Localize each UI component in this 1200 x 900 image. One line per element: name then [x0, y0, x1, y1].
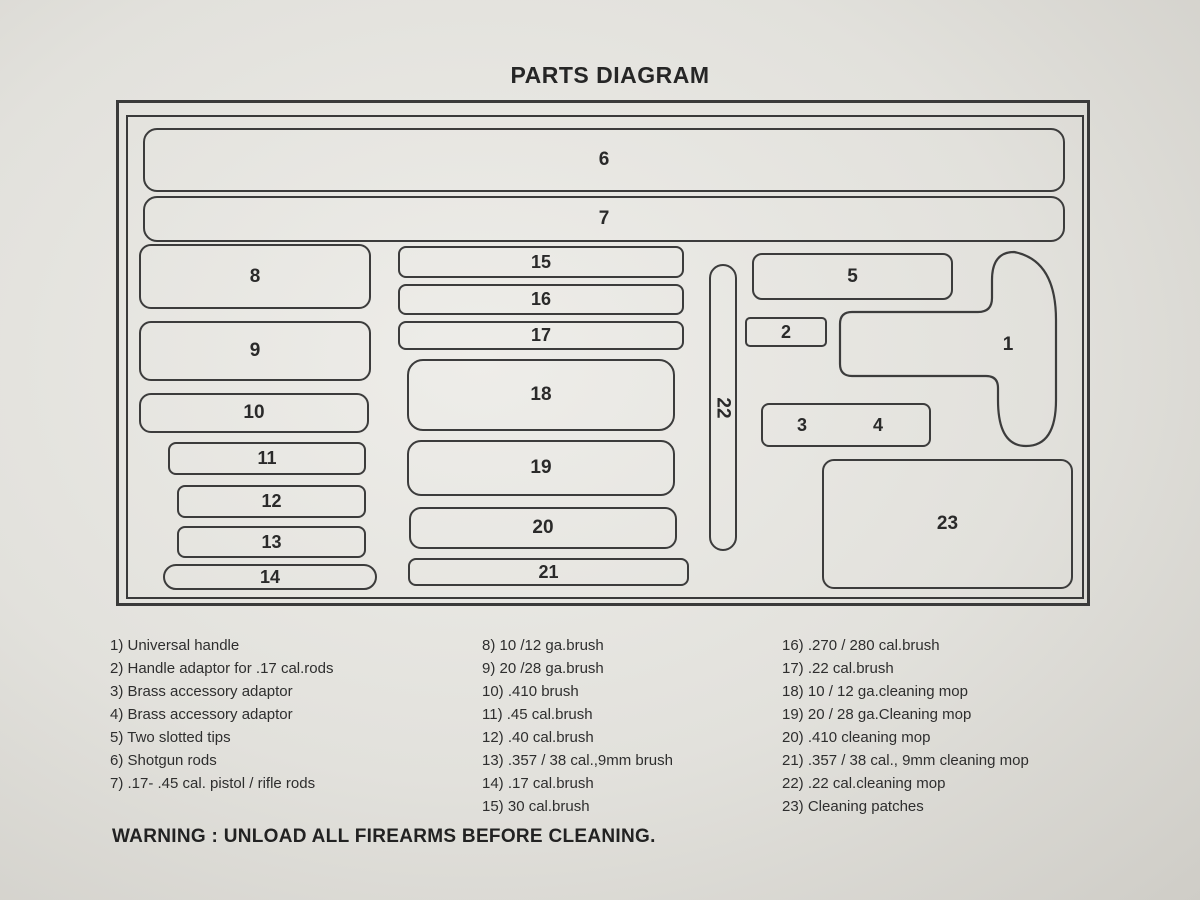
case-outer-frame [116, 100, 1090, 606]
legend-column-3: 16) .270 / 280 cal.brush 17) .22 cal.bru… [782, 634, 1029, 818]
legend-item: 16) .270 / 280 cal.brush [782, 637, 940, 654]
slot-label: 9 [249, 340, 261, 361]
legend-item: 19) 20 / 28 ga.Cleaning mop [782, 706, 972, 723]
legend-item: 7) .17- .45 cal. pistol / rifle rods [110, 775, 316, 792]
legend-item: 23) Cleaning patches [782, 798, 924, 815]
slot-8: 8 [139, 244, 371, 309]
slot-label: 8 [249, 265, 261, 287]
legend-item: 20) .410 cleaning mop [782, 729, 931, 746]
case-inner-frame [126, 115, 1084, 599]
legend-column-1: 1) Universal handle 2) Handle adaptor fo… [110, 634, 333, 795]
slot-6-shotgun-rods: 6 [143, 128, 1065, 192]
legend-item: 15) 30 cal.brush [482, 798, 590, 815]
legend-item: 9) 20 /28 ga.brush [482, 660, 604, 677]
slot-13: 13 [177, 526, 366, 558]
legend-item: 6) Shotgun rods [110, 752, 217, 769]
legend-item: 14) .17 cal.brush [482, 775, 594, 792]
slot-15: 15 [398, 246, 684, 278]
slot-21: 21 [408, 558, 689, 586]
legend-item: 17) .22 cal.brush [782, 660, 894, 677]
slot-9: 9 [139, 321, 371, 381]
legend-item: 5) Two slotted tips [110, 729, 231, 746]
slot-label: 18 [530, 384, 552, 405]
legend-item: 3) Brass accessory adaptor [110, 683, 293, 700]
legend-item: 12) .40 cal.brush [482, 729, 594, 746]
slot-label: 17 [530, 325, 552, 345]
slot-label: 10 [243, 402, 265, 423]
legend-item: 4) Brass accessory adaptor [110, 706, 293, 723]
legend-item: 1) Universal handle [110, 637, 240, 654]
slot-label: 14 [259, 566, 281, 587]
legend-item: 8) 10 /12 ga.brush [482, 637, 604, 654]
slot-label: 20 [532, 517, 554, 538]
slot-20: 20 [409, 507, 677, 549]
legend-item: 18) 10 / 12 ga.cleaning mop [782, 683, 968, 700]
slot-label: 15 [530, 251, 552, 272]
warning-text: WARNING : UNLOAD ALL FIREARMS BEFORE CLE… [112, 826, 656, 847]
slot-19: 19 [407, 440, 675, 496]
slot-11: 11 [168, 442, 366, 475]
slot-16: 16 [398, 284, 684, 315]
slot-label: 19 [530, 457, 552, 478]
slot-1-label-box: 1 [990, 330, 1026, 360]
legend-item: 21) .357 / 38 cal., 9mm cleaning mop [782, 752, 1029, 769]
slot-label: 22 [712, 396, 734, 419]
slot-label: 16 [530, 289, 552, 309]
slot-18: 18 [407, 359, 675, 431]
legend-item: 10) .410 brush [482, 683, 579, 700]
slot-label: 1 [1002, 334, 1014, 355]
slot-label: 6 [598, 149, 610, 170]
slot-12: 12 [177, 485, 366, 518]
slot-10: 10 [139, 393, 369, 433]
slot-label: 11 [257, 448, 277, 468]
slot-label: 12 [261, 491, 282, 511]
legend-column-2: 8) 10 /12 ga.brush 9) 20 /28 ga.brush 10… [482, 634, 673, 818]
slot-label: 13 [261, 531, 282, 552]
legend-item: 2) Handle adaptor for .17 cal.rods [110, 660, 334, 677]
legend-item: 11) .45 cal.brush [482, 706, 593, 723]
slot-label-3: 3 [797, 414, 808, 435]
legend-item: 22) .22 cal.cleaning mop [782, 775, 946, 792]
legend-item: 13) .357 / 38 cal.,9mm brush [482, 752, 673, 769]
slot-7-pistol-rifle-rods: 7 [143, 196, 1065, 242]
slot-label: 7 [598, 208, 610, 229]
slot-label: 2 [780, 321, 791, 342]
slot-17: 17 [398, 321, 684, 350]
slot-22: 22 [709, 264, 737, 551]
diagram-title: PARTS DIAGRAM [510, 62, 710, 88]
slot-label: 23 [936, 513, 959, 534]
slot-label: 21 [538, 561, 559, 582]
slot-14: 14 [163, 564, 377, 590]
slot-1-handle-outline [838, 250, 1058, 448]
slot-23: 23 [822, 459, 1073, 589]
slot-2: 2 [745, 317, 827, 347]
